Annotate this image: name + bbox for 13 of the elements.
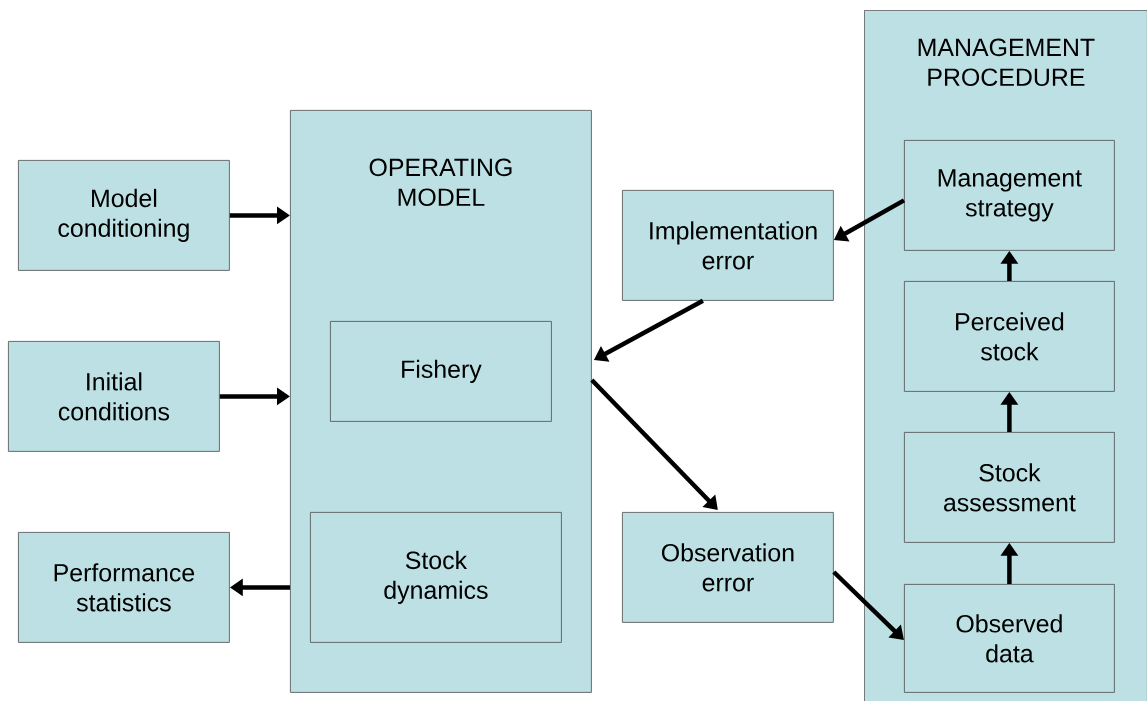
process-box: Implementation error <box>622 190 834 301</box>
arrow <box>590 378 718 510</box>
process-box: Performance statistics <box>18 532 230 643</box>
process-box: Fishery <box>330 321 552 422</box>
arrow <box>832 570 904 640</box>
process-box: Management strategy <box>904 140 1115 251</box>
process-box: Observed data <box>904 584 1115 693</box>
process-box: Observation error <box>622 512 834 623</box>
process-box: Stock assessment <box>904 432 1115 543</box>
process-box: Model conditioning <box>18 160 230 271</box>
process-box: Stock dynamics <box>310 512 562 643</box>
process-box: Perceived stock <box>904 281 1115 392</box>
process-box: Initial conditions <box>8 341 220 452</box>
